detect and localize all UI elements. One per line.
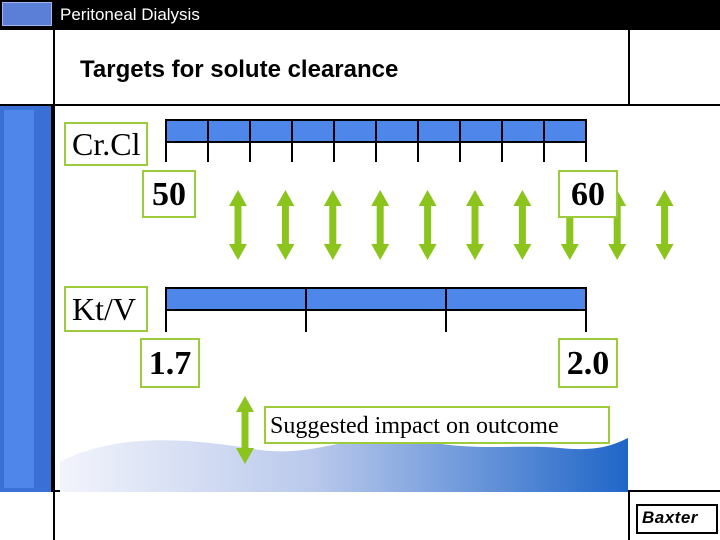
arrow-head-up-icon (229, 190, 247, 206)
left-blue-panel-highlight (4, 110, 34, 488)
arrow-head-up-icon (323, 190, 342, 206)
double-headed-arrow-icon (471, 206, 479, 244)
arrow-head-up-icon (276, 190, 295, 206)
ktv-scale (165, 287, 587, 332)
legend-arrow (236, 396, 254, 464)
double-headed-arrow-icon (234, 206, 242, 244)
double-headed-arrow-icon (281, 206, 289, 244)
double-headed-arrow-icon (566, 206, 574, 244)
header-bar (0, 0, 720, 30)
double-headed-arrow-icon (613, 206, 621, 244)
arrow-head-up-icon (236, 396, 254, 412)
footer-right-divider (628, 490, 630, 540)
brand-logo-text: Baxter (642, 508, 698, 527)
double-headed-arrow-icon (241, 412, 249, 448)
arrow-head-down-icon (655, 244, 674, 260)
arrow-head-up-icon (466, 190, 484, 206)
legend-label: Suggested impact on outcome (264, 406, 610, 444)
brand-logo (636, 504, 718, 534)
ktv-min-value: 1.7 (140, 338, 200, 388)
title-underline (0, 104, 720, 106)
ktv-label: Kt/V (64, 286, 148, 332)
crcl-min-value: 50 (142, 170, 196, 218)
double-headed-arrow-icon (518, 206, 526, 244)
arrow-head-up-icon (655, 190, 674, 206)
decorative-wave (60, 437, 628, 492)
double-headed-arrow-icon (376, 206, 384, 244)
arrow-head-down-icon (371, 244, 390, 260)
slide-title: Targets for solute clearance (80, 56, 399, 83)
ktv-scale-bar (165, 287, 587, 311)
arrow-head-up-icon (371, 190, 390, 206)
arrow-head-down-icon (513, 244, 532, 260)
arrow-head-down-icon (276, 244, 295, 260)
arrow-head-down-icon (323, 244, 342, 260)
arrow-head-down-icon (418, 244, 437, 260)
ktv-max-value: 2.0 (558, 338, 618, 388)
crcl-label: Cr.Cl (64, 122, 148, 166)
arrow-head-down-icon (560, 244, 579, 260)
double-headed-arrow-icon (661, 206, 669, 244)
double-headed-arrow-icon (329, 206, 337, 244)
left-divider-line (53, 30, 55, 540)
arrow-head-down-icon (236, 448, 254, 464)
header-accent-block (2, 2, 52, 26)
arrow-head-down-icon (229, 244, 247, 260)
header-title: Peritoneal Dialysis (60, 5, 200, 24)
arrow-head-up-icon (418, 190, 437, 206)
arrow-head-down-icon (466, 244, 484, 260)
double-headed-arrow-icon (424, 206, 432, 244)
crcl-impact-arrows (229, 190, 674, 260)
crcl-max-value: 60 (558, 170, 618, 218)
title-right-divider (628, 30, 630, 106)
arrow-head-down-icon (608, 244, 627, 260)
arrow-head-up-icon (513, 190, 532, 206)
crcl-scale (165, 119, 587, 162)
